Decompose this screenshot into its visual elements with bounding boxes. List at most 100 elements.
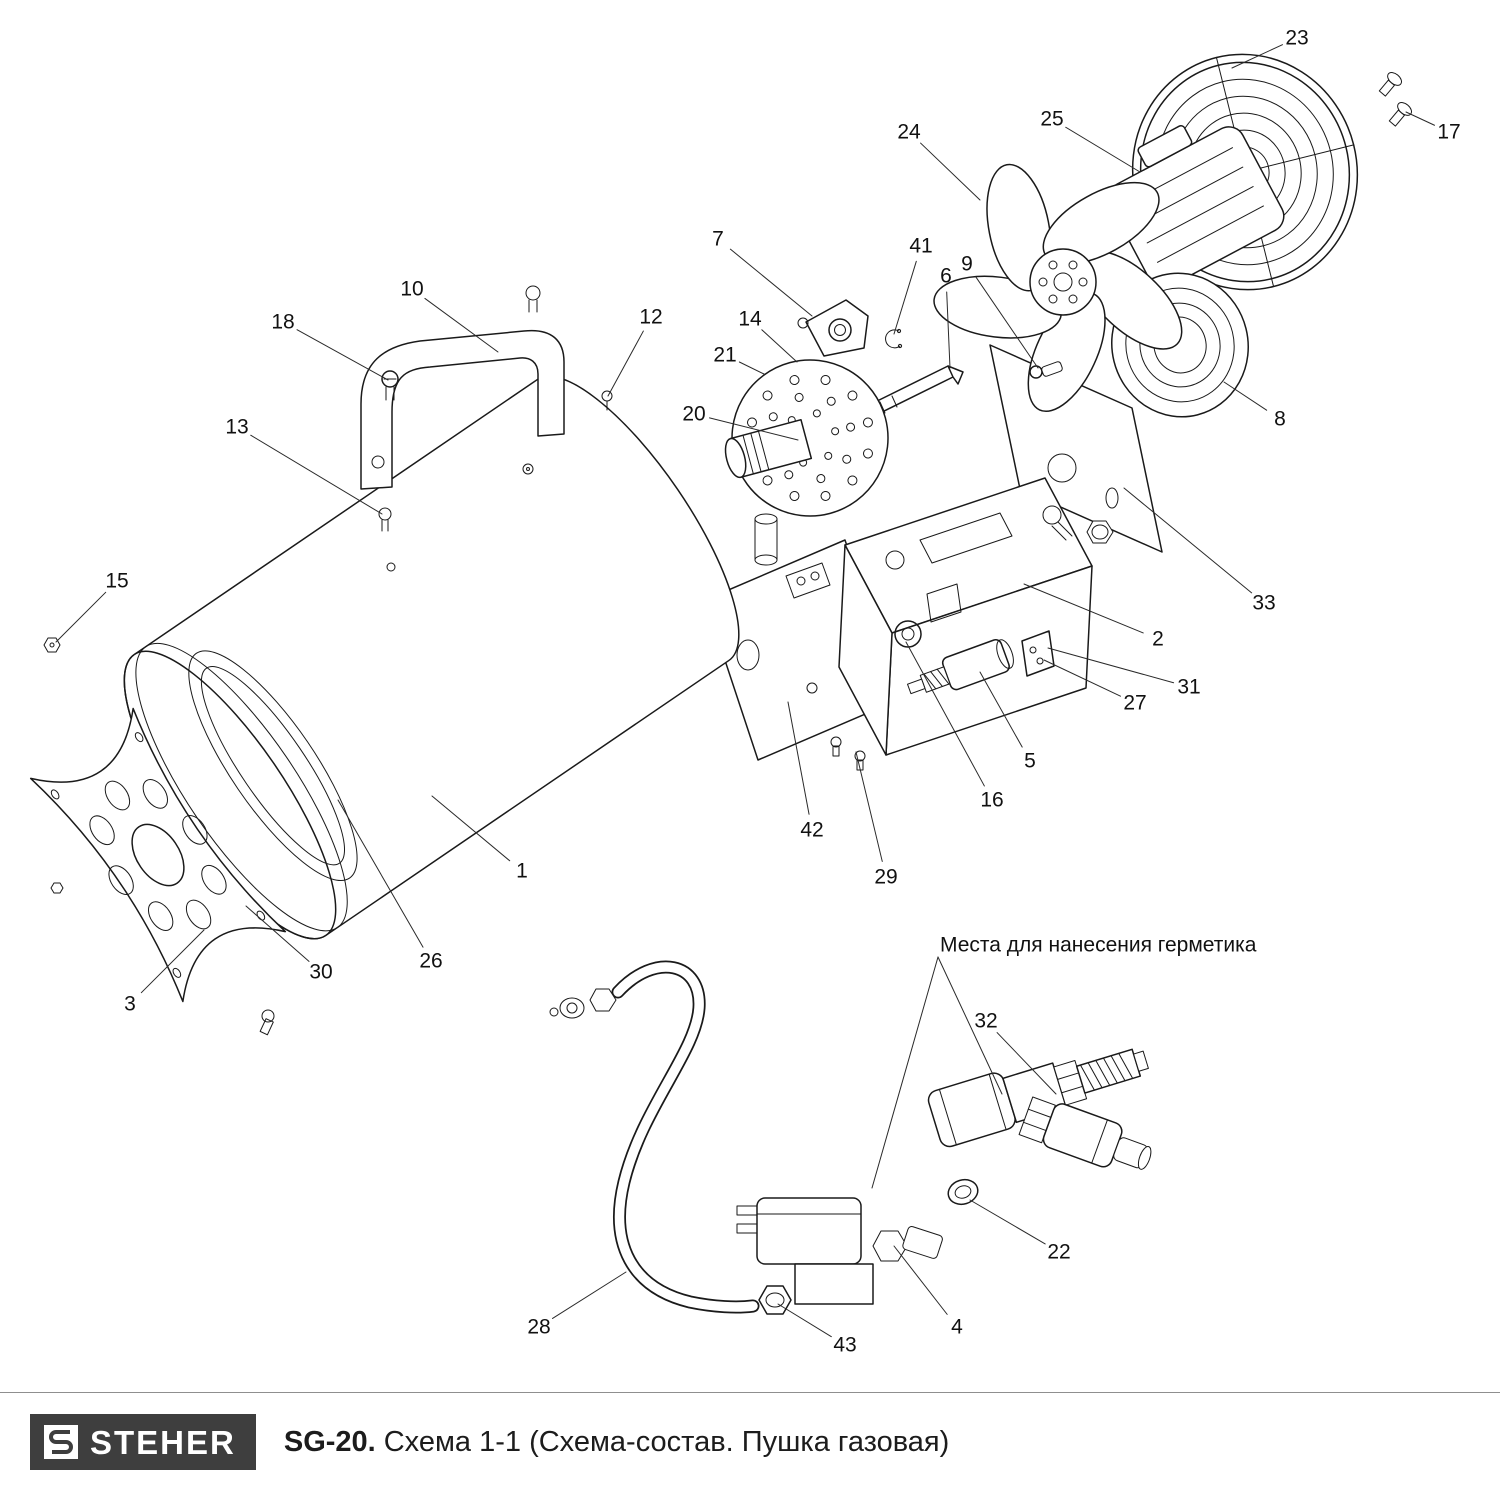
part-washer [947, 1178, 979, 1206]
callout-label: 24 [897, 121, 921, 144]
part-screws-29 [830, 736, 866, 771]
leader-line [1047, 647, 1175, 684]
callout-label: 1 [516, 860, 528, 883]
annotation-leader-line [937, 956, 1003, 1095]
part-burner-tube [724, 418, 813, 479]
annotation-leader-line [871, 956, 939, 1189]
callout-label: 6 [940, 265, 952, 288]
part-pin [1029, 361, 1063, 379]
leader-line [55, 591, 107, 643]
callout-label: 43 [833, 1334, 856, 1357]
leader-line [1123, 487, 1253, 594]
callout-label: 26 [419, 950, 442, 973]
leader-line [975, 276, 1039, 369]
part-solenoid-valve [736, 1197, 943, 1305]
part-screw-bottom-left [259, 1009, 275, 1036]
part-tube-nut-43 [758, 1285, 792, 1315]
part-nut-small-left [50, 882, 64, 894]
part-screw-top [525, 285, 541, 313]
caption-text: Схема 1-1 (Схема-состав. Пушка газовая) [383, 1425, 950, 1458]
callout-label: 7 [712, 228, 724, 251]
leader-line [969, 1199, 1046, 1245]
steher-logo: STEHER [30, 1414, 256, 1470]
callout-label: 16 [980, 789, 1003, 812]
leader-line [893, 260, 917, 335]
callout-label: 17 [1437, 121, 1460, 144]
leader-line [1223, 381, 1268, 411]
part-screw-18 [381, 370, 399, 401]
callout-label: 28 [527, 1316, 550, 1339]
leader-line [979, 671, 1023, 748]
callout-label: 30 [309, 961, 332, 984]
part-igniter [754, 513, 831, 599]
leader-line [607, 330, 644, 397]
leader-line [729, 248, 813, 317]
sealant-annotation: Места для нанесения герметика [940, 934, 1257, 957]
leader-line [761, 329, 798, 363]
part-valve-assembly [927, 1048, 1152, 1170]
callout-label: 3 [124, 993, 136, 1016]
steher-logo-icon [44, 1425, 78, 1459]
callout-label: 2 [1152, 628, 1164, 651]
callout-label: 8 [1274, 408, 1286, 431]
callout-label: 22 [1047, 1241, 1070, 1264]
leader-line [1405, 111, 1435, 126]
part-switch [1021, 630, 1055, 677]
leader-line [245, 905, 310, 962]
leader-line [337, 799, 424, 948]
part-bracket [797, 299, 869, 357]
callout-label: 5 [1024, 750, 1036, 773]
callout-label: 23 [1285, 27, 1308, 50]
leader-line [920, 142, 981, 201]
leader-line [296, 329, 389, 381]
leader-line [552, 1271, 627, 1319]
callout-label: 21 [713, 344, 736, 367]
part-inner-chamber [188, 650, 358, 882]
callout-label: 18 [271, 311, 294, 334]
part-circlip [885, 328, 903, 349]
callout-label: 12 [639, 306, 662, 329]
part-fan [933, 163, 1183, 413]
part-combustion-chamber [838, 477, 1114, 756]
part-screw-13 [378, 507, 392, 532]
barrel-screw-heads [386, 463, 534, 572]
callout-label: 10 [400, 278, 423, 301]
callout-label: 29 [874, 866, 897, 889]
leader-line [905, 641, 985, 787]
leader-line [893, 1245, 948, 1315]
leader-line [1043, 659, 1122, 697]
callout-label: 31 [1177, 676, 1200, 699]
callout-label: 13 [225, 416, 248, 439]
part-gas-valve-5 [907, 639, 1014, 695]
brand-name: STEHER [90, 1423, 236, 1461]
model-number: SG-20. [283, 1425, 376, 1458]
leader-line [855, 751, 883, 862]
leader-line [1065, 126, 1141, 173]
leader-line [738, 361, 765, 375]
callout-label: 42 [800, 819, 823, 842]
callout-label: 20 [682, 403, 705, 426]
leader-line [946, 291, 951, 369]
callout-label: 14 [738, 308, 762, 331]
callout-label: 4 [951, 1316, 963, 1339]
leader-line [140, 929, 205, 994]
callout-label: 25 [1040, 108, 1063, 131]
leader-line [250, 434, 383, 515]
callout-label: 9 [961, 253, 973, 276]
leader-line [424, 297, 499, 353]
leader-line [1023, 583, 1144, 634]
callout-label: 15 [105, 570, 128, 593]
leader-line [1231, 44, 1283, 69]
part-gas-tube [611, 960, 760, 1314]
callout-label: 41 [909, 235, 932, 258]
part-tube-fitting [549, 988, 617, 1019]
footer-divider [0, 1392, 1500, 1393]
annotation-layer: Места для нанесения герметика [871, 934, 1257, 1189]
leader-line [777, 1303, 832, 1338]
drawing-caption: SG-20.Схема 1-1 (Схема-состав. Пушка газ… [284, 1426, 949, 1459]
part-screws-17 [1378, 72, 1412, 127]
callout-label: 33 [1252, 592, 1275, 615]
